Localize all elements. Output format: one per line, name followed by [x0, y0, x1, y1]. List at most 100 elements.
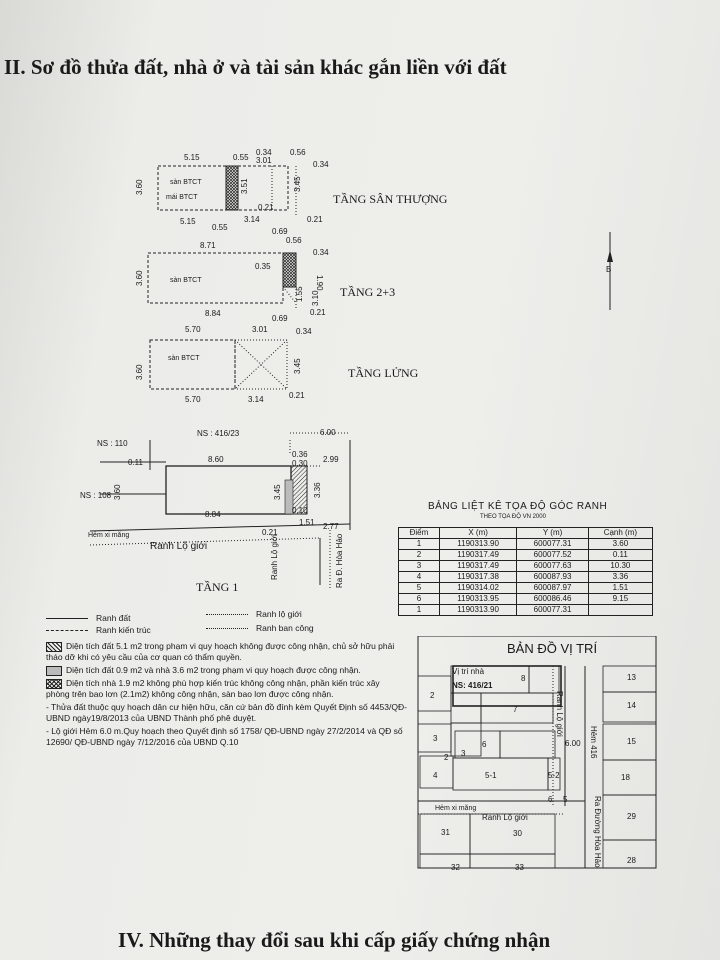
- parcel-8: 8: [521, 674, 526, 683]
- legend-item-setback: Ranh lộ giới: [206, 609, 302, 620]
- legend: Ranh đất Ranh lộ giới Ranh kiến trúc Ran…: [46, 609, 416, 748]
- cell: 3: [398, 560, 440, 572]
- f23-dim-2: 0.56: [286, 236, 302, 245]
- section-title: II. Sơ đồ thửa đất, nhà ở và tài sản khá…: [4, 55, 507, 79]
- legend-note-text: Diện tích đất 5.1 m2 trong phạm vi quy h…: [46, 641, 395, 662]
- north-arrow: B: [606, 232, 613, 310]
- f23-dim-6: 1.90: [315, 275, 324, 291]
- alley-label: Hẻm xi măng: [88, 532, 129, 539]
- map-setback-v: Ranh Lộ giới: [555, 691, 564, 737]
- cell: 5: [398, 582, 440, 594]
- col-y: Y (m): [516, 527, 589, 539]
- floor-ground: NS : 110 NS : 416/23 NS : 108 6.00 0.11 …: [80, 428, 351, 594]
- cell: 600077.63: [516, 560, 589, 572]
- ground-dim-8: 3.45: [273, 484, 282, 500]
- ground-dim-1: 6.00: [320, 428, 336, 437]
- legend-note-2: Diện tích đất 0.9 m2 và nhà 3.6 m2 trong…: [46, 665, 396, 676]
- cell: 3.36: [587, 571, 654, 583]
- roof-dim-3: 0.34: [256, 148, 272, 157]
- parcel-2: 2: [430, 691, 435, 700]
- f23-dim-1: 8.71: [200, 241, 216, 250]
- map-house-label: Vị trí nhà: [452, 667, 485, 676]
- cell: 0.11: [587, 549, 654, 561]
- street-label: Ra Đ. Hòa Hảo: [335, 533, 344, 588]
- cell: 600086.46: [516, 593, 589, 605]
- ground-dim-10: 0.10: [292, 506, 308, 515]
- cell: 9.15: [587, 593, 654, 605]
- parcel-6: 6: [482, 740, 487, 749]
- roof-dim-13: 3.14: [244, 215, 260, 224]
- cell: 10.30: [587, 560, 654, 572]
- roof-dim-12: 0.55: [212, 223, 228, 232]
- parcel-3b: 3: [461, 749, 466, 758]
- parcel-18: 18: [621, 773, 630, 782]
- ground-dim-6: 2.99: [323, 455, 339, 464]
- parcel-15: 15: [627, 737, 636, 746]
- map-setback-h: Ranh Lộ giới: [482, 813, 528, 822]
- map-street: Ra Đường Hòa Hảo: [593, 796, 602, 868]
- cell: 1: [398, 604, 440, 616]
- parcel-5-1: 5-1: [485, 771, 497, 780]
- cell: 1190317.38: [438, 571, 518, 583]
- ground-dim-13: 2.77: [323, 522, 339, 531]
- parcel-28: 28: [627, 856, 636, 865]
- parcel-7: 7: [513, 705, 518, 714]
- location-map: BẢN ĐỒ VỊ TRÍ: [417, 636, 657, 872]
- parcel-6b: 6: [548, 795, 553, 804]
- ground-dim-9: 3.36: [313, 482, 322, 498]
- roof-label: TẦNG SÂN THƯỢNG: [333, 191, 448, 206]
- cell: 600087.93: [516, 571, 589, 583]
- north-letter: B: [606, 265, 611, 274]
- cell: 600077.31: [516, 604, 589, 616]
- crosshatch-swatch-icon: [46, 678, 62, 689]
- parcel-14: 14: [627, 701, 636, 710]
- col-point: Điểm: [398, 527, 440, 539]
- roof-dim-11: 5.15: [180, 217, 196, 226]
- ground-dim-4: 0.36: [292, 450, 308, 459]
- cell: 2: [398, 549, 440, 561]
- coord-table-title: BẢNG LIỆT KÊ TỌA ĐỘ GÓC RANH: [428, 501, 608, 512]
- mezz-label: TẦNG LỬNG: [348, 365, 419, 380]
- legend-label: Ranh lộ giới: [256, 609, 302, 619]
- roof-dim-7: 3.60: [135, 179, 144, 195]
- legend-note-text: Diện tích nhà 1.9 m2 không phù hợp kiến …: [46, 678, 380, 699]
- mezz-dim-3: 0.34: [296, 327, 312, 336]
- ns-110: NS : 110: [97, 439, 128, 448]
- f23-dim-5: 0.35: [255, 262, 271, 271]
- coord-table-header: Điểm X (m) Y (m) Cạnh (m): [398, 527, 654, 539]
- f23-dim-4: 3.60: [135, 270, 144, 286]
- legend-item-balcony: Ranh ban công: [206, 623, 314, 634]
- map-alley-v: Hẻm 416: [589, 726, 598, 759]
- roof-dim-1: 5.15: [184, 153, 200, 162]
- parcel-29: 29: [627, 812, 636, 821]
- mezz-dim-6: 5.70: [185, 395, 201, 404]
- legend-label: Ranh kiến trúc: [96, 625, 151, 635]
- legend-note-4: - Thửa đất thuộc quy hoạch dân cư hiện h…: [46, 702, 407, 723]
- cell: 600087.97: [516, 582, 589, 594]
- legend-label: Ranh ban công: [256, 623, 314, 633]
- legend-note-1: Diện tích đất 5.1 m2 trong phạm vi quy h…: [46, 641, 396, 663]
- f23-dim-7: 1.55: [295, 286, 304, 302]
- roof-dim-14: 0.69: [272, 227, 288, 236]
- ns-108: NS : 108: [80, 491, 112, 500]
- cell: 1190313.95: [438, 593, 518, 605]
- legend-item-land: Ranh đất: [46, 613, 131, 624]
- roof-dim-4: 3.01: [256, 156, 272, 165]
- parcel-3: 3: [433, 734, 438, 743]
- cell: 6: [398, 593, 440, 605]
- cell: 1190314.02: [438, 582, 518, 594]
- mezz-dim-1: 5.70: [185, 325, 201, 334]
- legend-note-3: Diện tích nhà 1.9 m2 không phù hợp kiến …: [46, 678, 396, 700]
- roof-dim-2: 0.55: [233, 153, 249, 162]
- cell: 1190317.49: [438, 549, 518, 561]
- roof-dim-15: 0.21: [307, 215, 323, 224]
- ground-dim-5: 0.30: [292, 459, 308, 468]
- mezz-dim-8: 0.21: [289, 391, 305, 400]
- ground-dim-14: 0.21: [262, 528, 278, 537]
